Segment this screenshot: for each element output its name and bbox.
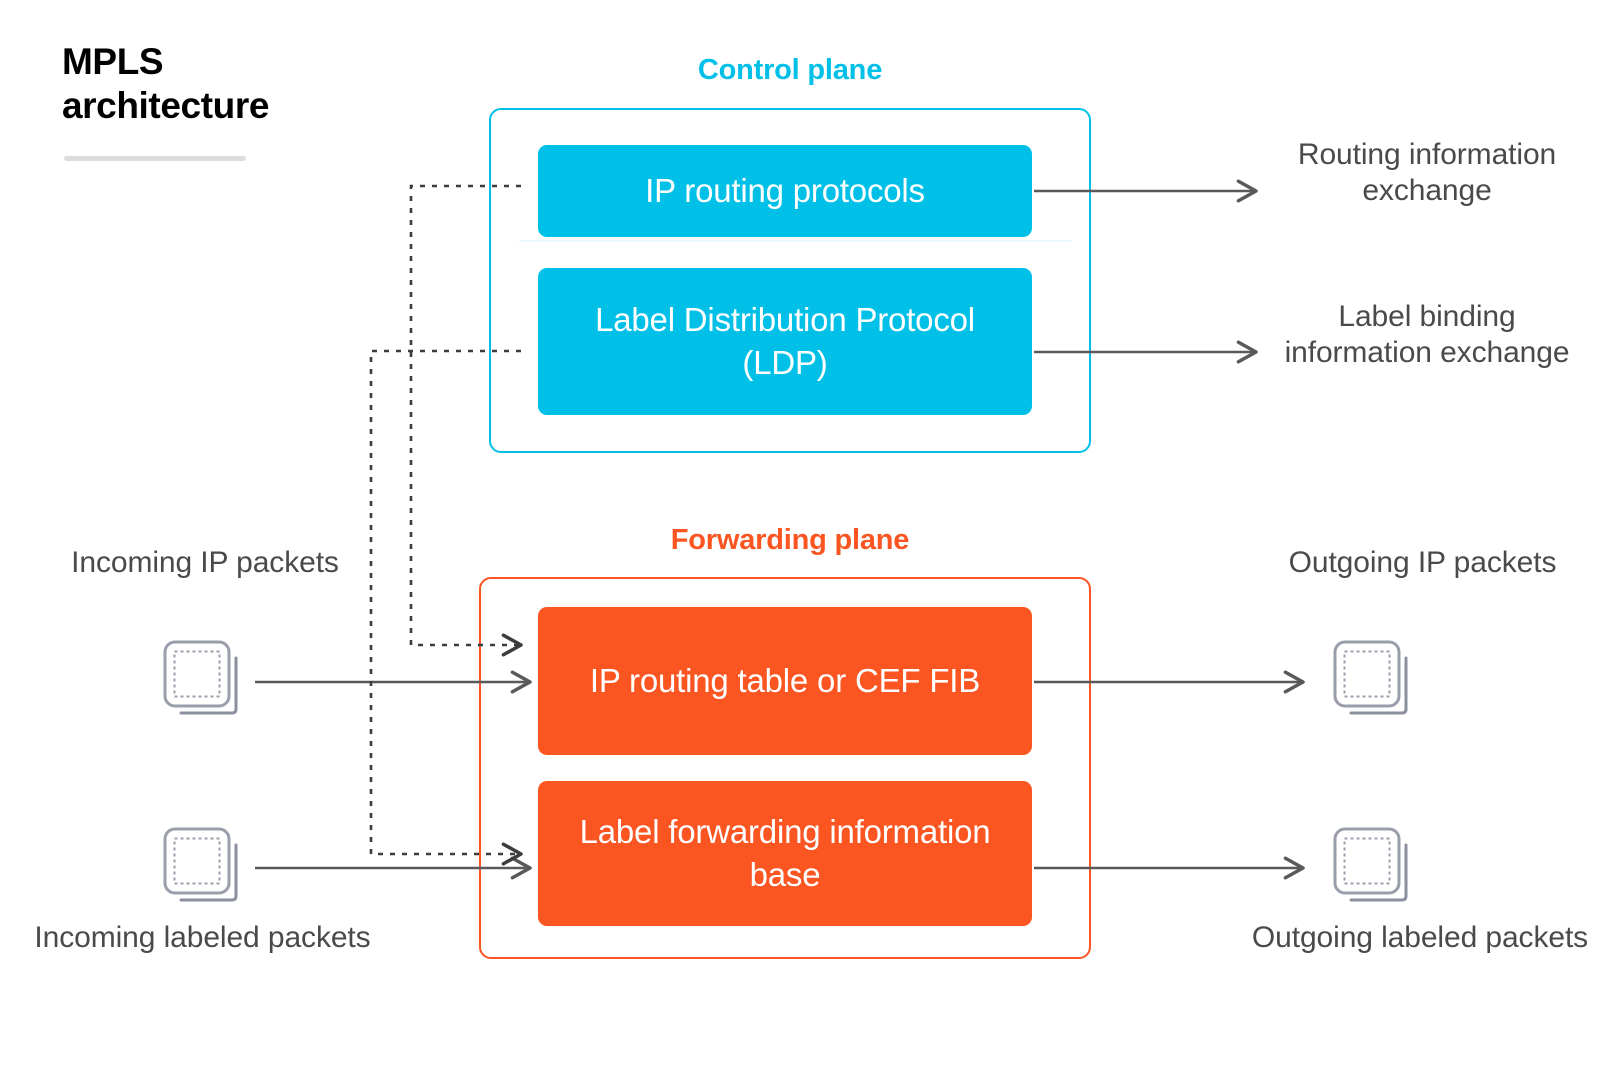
label-incoming-ip-packets: Incoming IP packets bbox=[71, 546, 339, 579]
node-ip-routing-protocols[interactable]: IP routing protocols bbox=[538, 145, 1032, 237]
control-plane-divider bbox=[519, 240, 1072, 242]
packet-stack-icon bbox=[1333, 827, 1408, 902]
title-line-1: MPLS bbox=[62, 41, 164, 82]
packet-stack-icon bbox=[1333, 640, 1408, 715]
forwarding-plane-heading: Forwarding plane bbox=[670, 524, 910, 556]
title-line-2: architecture bbox=[62, 84, 270, 126]
node-label-forwarding-information-base[interactable]: Label forwarding information base bbox=[538, 781, 1032, 926]
node-label-distribution-protocol[interactable]: Label Distribution Protocol (LDP) bbox=[538, 268, 1032, 415]
packet-stack-icon bbox=[163, 827, 238, 902]
packet-stack-icon bbox=[163, 640, 238, 715]
label-outgoing-ip-packets: Outgoing IP packets bbox=[1288, 546, 1557, 579]
control-plane-heading: Control plane bbox=[697, 54, 883, 86]
page-title: MPLS architecture bbox=[62, 40, 392, 127]
title-underline-rule bbox=[64, 156, 246, 161]
label-binding-information-exchange: Label binding information exchange bbox=[1284, 300, 1570, 369]
label-incoming-labeled-packets: Incoming labeled packets bbox=[34, 921, 371, 954]
label-outgoing-labeled-packets: Outgoing labeled packets bbox=[1251, 921, 1589, 954]
node-ip-routing-table-cef-fib[interactable]: IP routing table or CEF FIB bbox=[538, 607, 1032, 755]
label-routing-information-exchange: Routing information exchange bbox=[1297, 138, 1557, 207]
